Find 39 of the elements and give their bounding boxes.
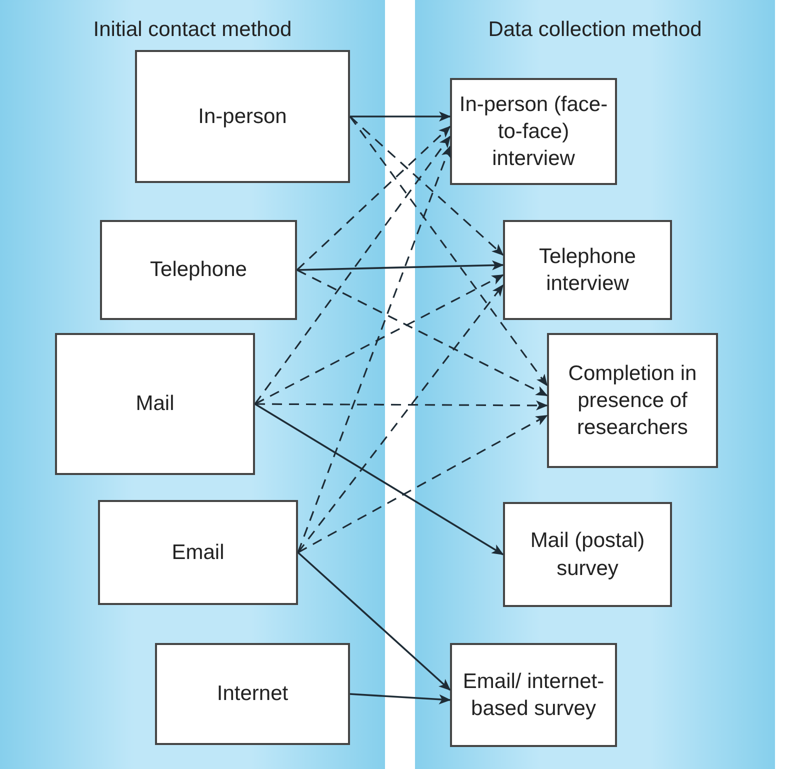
arrow <box>296 269 548 396</box>
box-label: Mail <box>136 391 174 418</box>
arrow <box>298 414 548 554</box>
arrow <box>254 136 451 404</box>
arrow <box>296 260 504 271</box>
arrow <box>349 116 548 386</box>
arrow <box>255 400 548 410</box>
column-panel <box>415 0 775 769</box>
process-box <box>98 500 298 605</box>
column-panel <box>0 0 385 769</box>
arrow <box>296 126 451 271</box>
process-box <box>135 50 350 183</box>
arrow <box>297 146 451 553</box>
box-label: Mail (postal) survey <box>529 528 646 582</box>
process-box <box>503 502 672 607</box>
arrow <box>297 284 504 553</box>
column-heading: Initial contact method <box>92 18 293 42</box>
process-box <box>503 220 672 320</box>
column-heading: Data collection method <box>487 18 703 42</box>
process-box <box>547 333 718 468</box>
box-label: Email/ internet-based survey <box>462 668 606 722</box>
arrow <box>254 274 504 405</box>
box-label: Telephone interview <box>538 244 637 297</box>
arrow <box>297 552 451 691</box>
arrow <box>254 403 504 556</box>
box-label: Email <box>172 540 224 566</box>
process-box <box>155 643 350 745</box>
box-label: In-person <box>198 104 287 130</box>
box-label: In-person (face-to-face) interview <box>458 92 609 172</box>
process-box <box>100 220 297 320</box>
arrow <box>350 693 451 704</box>
process-box <box>450 643 617 747</box>
box-label: Completion in presence of researchers <box>567 360 698 442</box>
arrow <box>350 112 451 122</box>
box-label: Internet <box>216 681 288 708</box>
arrow <box>349 116 504 256</box>
process-box <box>450 78 617 185</box>
box-label: Telephone <box>150 257 247 284</box>
process-box <box>55 333 255 475</box>
